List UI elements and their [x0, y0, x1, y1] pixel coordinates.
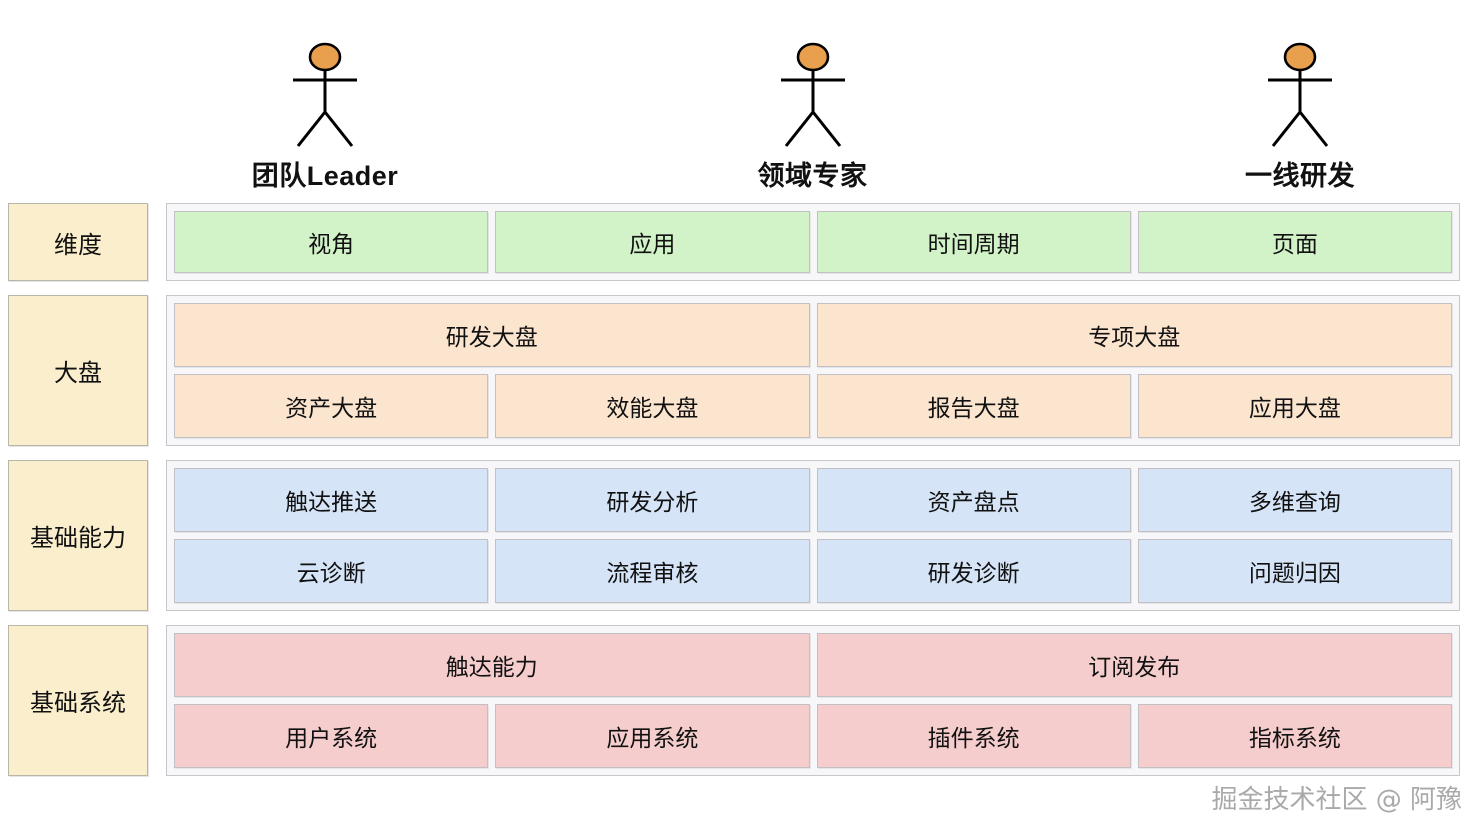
band-2: 大盘研发大盘专项大盘资产大盘效能大盘报告大盘应用大盘 — [0, 295, 1476, 446]
actor-stick-figure-icon — [1268, 42, 1332, 147]
band-label: 基础系统 — [8, 625, 148, 776]
band-label: 维度 — [8, 203, 148, 281]
band-label: 基础能力 — [8, 460, 148, 611]
cell-row: 触达能力订阅发布 — [174, 633, 1452, 697]
matrix-cell[interactable]: 视角 — [174, 211, 489, 273]
matrix-cell[interactable]: 应用系统 — [495, 704, 810, 768]
cell-row: 视角应用时间周期页面 — [174, 211, 1452, 273]
actor-2: 领域专家 — [653, 40, 973, 193]
actor-stick-figure-icon — [293, 42, 357, 147]
matrix-cell[interactable]: 资产盘点 — [816, 468, 1131, 532]
cell-row: 资产大盘效能大盘报告大盘应用大盘 — [174, 374, 1452, 438]
matrix-cell[interactable]: 专项大盘 — [816, 303, 1452, 367]
matrix-cell[interactable]: 应用 — [495, 211, 810, 273]
matrix-cell[interactable]: 触达推送 — [174, 468, 489, 532]
actor-3: 一线研发 — [1140, 40, 1460, 193]
matrix-cell[interactable]: 时间周期 — [816, 211, 1131, 273]
matrix-cell[interactable]: 用户系统 — [174, 704, 489, 768]
actor-1: 团队Leader — [165, 40, 485, 193]
matrix-cell[interactable]: 多维查询 — [1137, 468, 1452, 532]
matrix-cell[interactable]: 应用大盘 — [1137, 374, 1452, 438]
matrix-cell[interactable]: 指标系统 — [1137, 704, 1452, 768]
matrix-cell[interactable]: 页面 — [1137, 211, 1452, 273]
matrix-cell[interactable]: 效能大盘 — [495, 374, 810, 438]
actor-stick-figure-icon — [780, 42, 845, 147]
matrix-cell[interactable]: 研发诊断 — [816, 539, 1131, 603]
matrix-cell[interactable]: 云诊断 — [174, 539, 489, 603]
actor-label: 团队Leader — [251, 161, 399, 191]
cell-row: 研发大盘专项大盘 — [174, 303, 1452, 367]
actors-row: 团队Leader 领域专家 一线研发 — [165, 0, 1460, 200]
band-3: 基础能力触达推送研发分析资产盘点多维查询云诊断流程审核研发诊断问题归因 — [0, 460, 1476, 611]
matrix-cell[interactable]: 资产大盘 — [174, 374, 489, 438]
band-body: 触达能力订阅发布用户系统应用系统插件系统指标系统 — [166, 625, 1460, 776]
matrix-cell[interactable]: 订阅发布 — [816, 633, 1452, 697]
band-body: 研发大盘专项大盘资产大盘效能大盘报告大盘应用大盘 — [166, 295, 1460, 446]
matrix-cell[interactable]: 流程审核 — [495, 539, 810, 603]
band-body: 触达推送研发分析资产盘点多维查询云诊断流程审核研发诊断问题归因 — [166, 460, 1460, 611]
matrix-cell[interactable]: 报告大盘 — [816, 374, 1131, 438]
matrix-cell[interactable]: 研发分析 — [495, 468, 810, 532]
matrix-cell[interactable]: 插件系统 — [816, 704, 1131, 768]
actor-label: 一线研发 — [1245, 161, 1355, 191]
band-1: 维度视角应用时间周期页面 — [0, 203, 1476, 281]
cell-row: 用户系统应用系统插件系统指标系统 — [174, 704, 1452, 768]
watermark: 掘金技术社区 @ 阿豫 — [1211, 785, 1462, 815]
cell-row: 云诊断流程审核研发诊断问题归因 — [174, 539, 1452, 603]
band-4: 基础系统触达能力订阅发布用户系统应用系统插件系统指标系统 — [0, 625, 1476, 776]
capability-matrix: 维度视角应用时间周期页面大盘研发大盘专项大盘资产大盘效能大盘报告大盘应用大盘基础… — [0, 203, 1476, 790]
cell-row: 触达推送研发分析资产盘点多维查询 — [174, 468, 1452, 532]
matrix-cell[interactable]: 研发大盘 — [174, 303, 810, 367]
matrix-cell[interactable]: 触达能力 — [174, 633, 810, 697]
matrix-cell[interactable]: 问题归因 — [1137, 539, 1452, 603]
actor-label: 领域专家 — [757, 161, 868, 191]
band-body: 视角应用时间周期页面 — [166, 203, 1460, 281]
band-label: 大盘 — [8, 295, 148, 446]
